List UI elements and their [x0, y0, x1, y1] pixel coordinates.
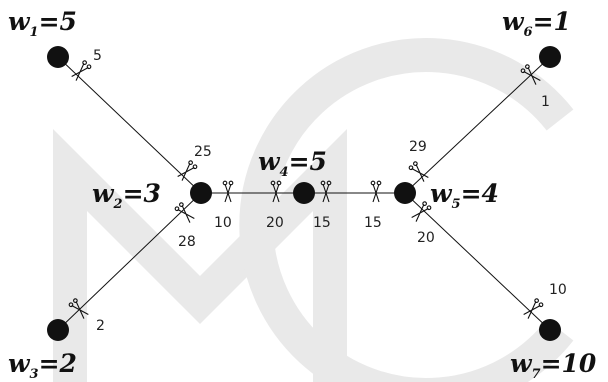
edge-v5-v7 — [404, 192, 551, 331]
node-weight-v3: w3=2 — [8, 349, 77, 382]
node-weight-v1: w1=5 — [8, 7, 77, 40]
cut-cost-label: 15 — [313, 215, 331, 231]
edge-v5-v6 — [404, 56, 551, 194]
cut-cost-label: 28 — [178, 234, 196, 250]
scissors-icon — [520, 64, 541, 85]
node-v1 — [47, 46, 69, 68]
cut-cost-label: 25 — [194, 144, 212, 160]
cut-cost-label: 2 — [96, 318, 105, 334]
cut-cost-label: 15 — [364, 215, 382, 231]
cut-cost-label: 10 — [549, 282, 567, 298]
scissors-icon — [523, 298, 544, 319]
scissors-icon — [411, 201, 432, 222]
node-v5 — [394, 182, 416, 204]
node-v3 — [47, 319, 69, 341]
node-weight-v7: w7=10 — [510, 349, 597, 382]
scissors-icon — [174, 202, 195, 223]
scissors-icon — [177, 160, 198, 181]
scissors-icon — [68, 298, 89, 319]
cut-cost-label: 29 — [409, 139, 427, 155]
cut-markers — [68, 60, 544, 319]
node-weight-v4: w4=5 — [258, 147, 327, 180]
node-v7 — [539, 319, 561, 341]
cut-cost-label: 5 — [93, 48, 102, 64]
scissors-icon — [270, 180, 282, 203]
scissors-icon — [71, 60, 92, 81]
node-weight-v2: w2=3 — [92, 179, 161, 212]
scissors-icon — [370, 180, 382, 203]
cut-cost-label: 20 — [417, 230, 435, 246]
scissors-icon — [408, 161, 429, 182]
cut-cost-label: 10 — [214, 215, 232, 231]
node-v6 — [539, 46, 561, 68]
cut-cost-label: 20 — [266, 215, 284, 231]
node-v4 — [293, 182, 315, 204]
node-weight-v5: w5=4 — [430, 179, 499, 212]
cut-cost-label: 1 — [541, 94, 550, 110]
watermark — [53, 38, 574, 382]
node-weight-v6: w6=1 — [502, 7, 571, 40]
node-v2 — [190, 182, 212, 204]
edge-v1-v2 — [57, 56, 202, 194]
scissors-icon — [222, 180, 234, 203]
scissors-icon — [320, 180, 332, 203]
edge-v2-v3 — [57, 192, 202, 331]
